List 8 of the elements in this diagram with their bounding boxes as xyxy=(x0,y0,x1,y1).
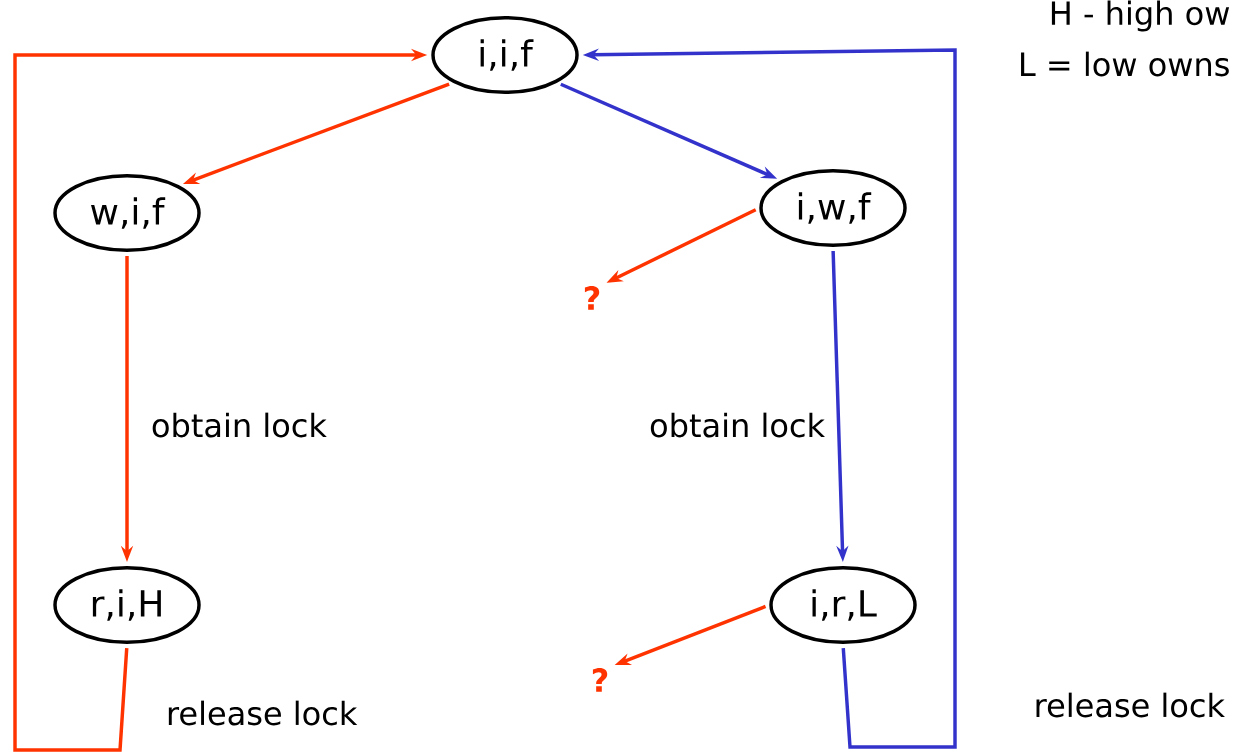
edge-label: obtain lock xyxy=(646,409,828,441)
edge-label: release lock xyxy=(163,697,361,729)
legend-text: H - high ow xyxy=(1051,0,1230,32)
edge-label: obtain lock xyxy=(148,409,330,441)
question-mark: ? xyxy=(592,668,608,692)
edge-label: release lock xyxy=(1030,689,1228,721)
legend-text: L = low owns xyxy=(1021,51,1229,77)
question-mark: ? xyxy=(584,286,600,310)
